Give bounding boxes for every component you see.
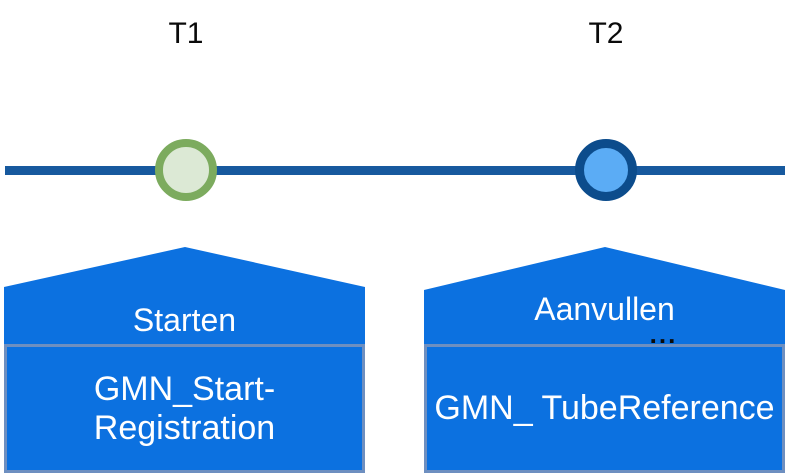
event-message-box-1[interactable]: GMN_Start-Registration — [4, 344, 365, 473]
event-message-label-2: GMN_ TubeReference — [434, 389, 775, 427]
timepoint-marker-t2[interactable] — [575, 139, 637, 201]
event-ellipsis-2: ... — [649, 319, 678, 349]
pentagon-shape-1 — [4, 245, 365, 355]
timepoint-label-t2: T2 — [588, 17, 624, 50]
event-action-label-2: Aanvullen — [534, 291, 675, 327]
timeline-axis — [5, 166, 785, 175]
timepoint-marker-t1[interactable] — [155, 139, 217, 201]
event-action-label-1: Starten — [132, 302, 237, 338]
pentagon-shape-2 — [424, 245, 785, 355]
event-group-2[interactable]: Aanvullen ... GMN_ TubeReference — [424, 245, 785, 473]
event-message-box-2[interactable]: GMN_ TubeReference — [424, 344, 785, 473]
event-message-label-1: GMN_Start-Registration — [93, 369, 276, 447]
timepoint-label-t1: T1 — [168, 17, 204, 50]
event-group-1[interactable]: Starten GMN_Start-Registration — [4, 245, 365, 473]
